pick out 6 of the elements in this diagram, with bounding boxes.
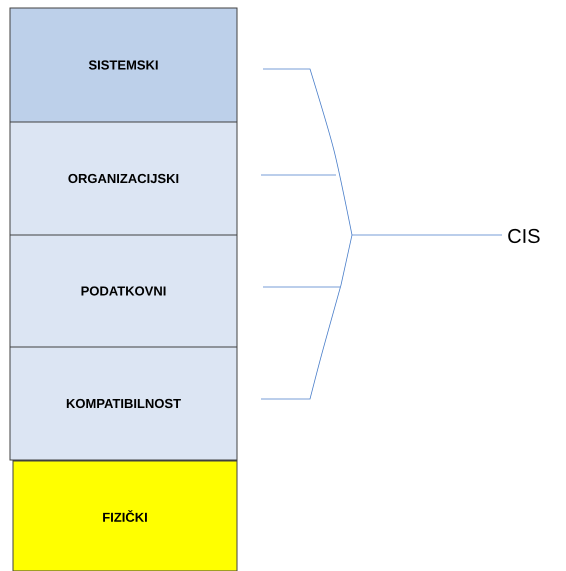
layer-box: PODATKOVNI: [10, 234, 238, 348]
bracket-label: CIS: [508, 228, 540, 244]
layer-box: ORGANIZACIJSKI: [10, 122, 238, 236]
layer-box: KOMPATIBILNOST: [10, 346, 238, 460]
layer-box: SISTEMSKI: [10, 8, 238, 122]
layer-box: FIZIČKI: [12, 460, 238, 571]
